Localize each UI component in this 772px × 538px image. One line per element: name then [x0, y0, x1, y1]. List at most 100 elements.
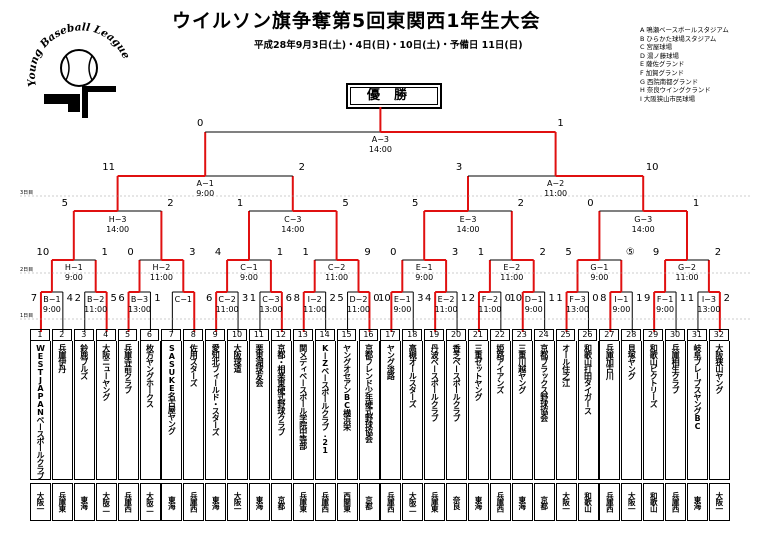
r1-time: 11:00	[434, 305, 458, 314]
team-name: WESTJAPANベースボールクラブ	[30, 341, 51, 480]
r1-score-left: 10	[509, 293, 523, 304]
team-name: 大阪球道	[227, 341, 249, 480]
team-number: 24	[533, 329, 554, 341]
page-title: ウイルソン旗争奪第5回東関西1年生大会	[172, 10, 541, 32]
venue-item: F 加賀グランド	[640, 68, 685, 77]
r1-game: B−2	[87, 295, 105, 304]
r1-game: I−1	[614, 295, 629, 304]
champion-box: 優勝	[346, 83, 442, 109]
r1-score-left: 2	[468, 293, 476, 304]
team-number: 18	[402, 329, 423, 341]
r2-score-left: 0	[127, 247, 134, 258]
r1-game: E−1	[393, 295, 411, 304]
team-region: 大阪二	[402, 483, 424, 521]
sf-time: 11:00	[544, 189, 568, 198]
r1-game: I−3	[701, 295, 716, 304]
r1-score-left: 8	[293, 293, 300, 304]
team-region: 大阪二	[95, 483, 117, 521]
team-number: 27	[599, 329, 620, 341]
r2-score-left: 9	[652, 247, 660, 258]
team-region: 東海	[687, 483, 708, 521]
r1-score-right: 1	[460, 293, 468, 304]
r1-game: E−2	[437, 295, 455, 304]
r1-score-left: 4	[424, 293, 432, 304]
team-number: 8	[183, 329, 204, 341]
qf-score-right: 2	[517, 198, 524, 209]
team-number: 32	[708, 329, 729, 341]
team-number: 7	[161, 329, 182, 341]
team-name: ヤングオセアンBC横浜栄	[336, 341, 358, 480]
team-name: 佐用スターズ	[183, 341, 205, 480]
r1-game: C−3	[262, 295, 280, 304]
final-time: 14:00	[368, 145, 392, 154]
r1-score-left: 9	[643, 293, 651, 304]
sf-score-right: 2	[298, 162, 305, 173]
team-number: 14	[314, 329, 335, 341]
r1-time: 11:00	[346, 305, 371, 314]
r1-time: 9:00	[42, 305, 61, 314]
team-name: 和歌山ビクトリーズ	[643, 341, 665, 480]
venue-item: C 宮屋球場	[640, 43, 673, 52]
qf-game: C−3	[284, 215, 302, 224]
day-label: 3日目	[20, 190, 34, 196]
r2-score-left: 1	[477, 247, 485, 258]
r2-score-right: 3	[189, 247, 196, 258]
team-name: オール住之江	[555, 341, 577, 480]
r2-game: H−1	[64, 263, 83, 272]
r2-score-right: 3	[451, 247, 459, 258]
team-name: 関メディベースボール学院中等部	[292, 341, 314, 480]
r1-score-right: 1	[548, 293, 555, 304]
r1-game: C−1	[174, 295, 192, 304]
team-number: 15	[336, 329, 357, 341]
team-name: 兵庫加古川	[599, 341, 621, 480]
qf-score-left: 5	[412, 198, 419, 209]
team-region: 東海	[468, 483, 489, 521]
r1-score-right: 1	[154, 293, 161, 304]
team-name: 丹波ベースボールクラブ	[424, 341, 446, 480]
r2-score-left: 5	[565, 247, 572, 258]
r2-score-left: 1	[302, 247, 309, 258]
r2-score-right: 9	[364, 247, 371, 258]
team-region: 京都	[533, 483, 555, 521]
qf-score-left: 0	[587, 198, 594, 209]
day-label: 2日目	[20, 267, 34, 273]
r1-score-left: 1	[687, 293, 695, 304]
r2-score-left: 0	[390, 247, 397, 258]
team-number: 21	[468, 329, 488, 341]
r2-score-left: 10	[36, 247, 50, 258]
team-name: 枚方ヤングホークス	[139, 341, 161, 480]
r2-score-right: 1	[101, 247, 108, 258]
qf-score-right: 1	[692, 198, 700, 209]
r1-game: F−3	[569, 295, 586, 304]
r1-time: 9:00	[656, 305, 675, 314]
team-number: 16	[358, 329, 379, 341]
team-name: 愛知北フィールド・スターズ	[205, 341, 227, 480]
team-name: 大阪狭山ヤング	[708, 341, 730, 480]
team-number: 22	[489, 329, 510, 341]
team-region: 大阪二	[139, 483, 161, 521]
qf-score-left: 1	[236, 198, 244, 209]
r2-score-right: 1	[276, 247, 284, 258]
team-number: 3	[73, 329, 94, 341]
r1-time: 11:00	[303, 305, 327, 314]
team-name: 和歌山打田タイガース	[577, 341, 599, 480]
r2-game: H−2	[152, 263, 171, 272]
